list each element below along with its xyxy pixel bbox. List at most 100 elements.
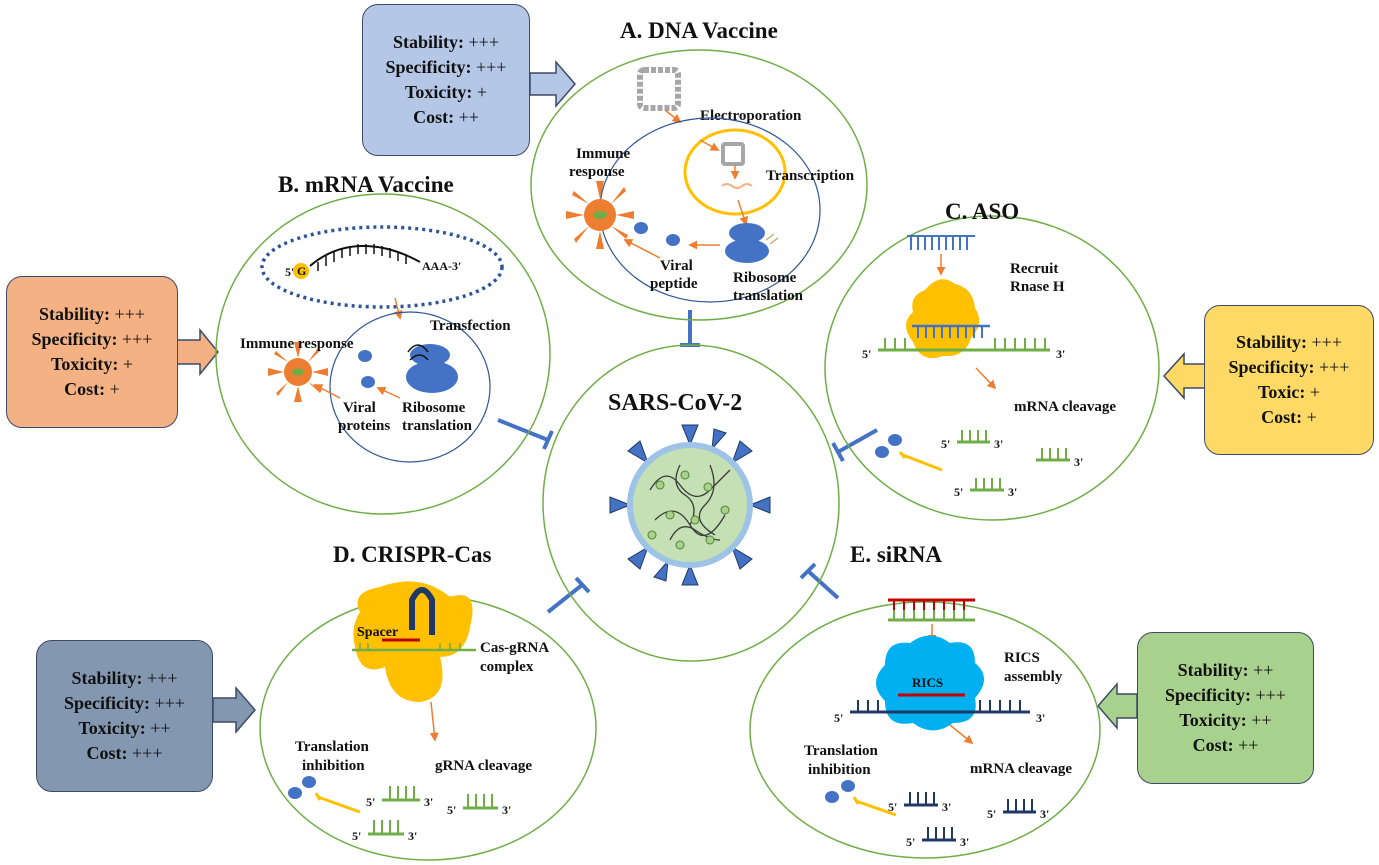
sirna-three-prime: 3' <box>1036 711 1045 725</box>
crispr-blocked-icon <box>314 792 361 814</box>
sirna-frag3-five: 5' <box>906 835 915 849</box>
dna-title: A. DNA Vaccine <box>620 18 778 43</box>
crispr-fragments-icon <box>368 786 498 836</box>
sirna-cost-row: Cost: ++ <box>1192 735 1259 755</box>
mrna-tail-label: AAA-3' <box>422 259 461 273</box>
panel-sirna: E. siRNA RICS RICS assembly <box>804 542 1072 849</box>
sirna-five-prime: 5' <box>834 711 843 725</box>
sirna-specificity-row: Specificity: +++ <box>1165 685 1286 705</box>
mrna-immune-label: Immune response <box>240 336 354 352</box>
sirna-frag2-five: 5' <box>987 807 996 821</box>
aso-toxicity-row: Toxic: + <box>1258 382 1320 402</box>
inhibit-sirna <box>799 562 840 600</box>
dna-ribosome-label-2: translation <box>733 288 804 304</box>
crispr-specificity-row: Specificity: +++ <box>64 693 185 713</box>
sirna-ribosome-small-icon-2 <box>841 780 855 792</box>
block-arrows <box>176 59 1206 735</box>
aso-duplex-icon <box>878 324 1050 352</box>
crispr-inhib-label-2: inhibition <box>302 758 365 774</box>
mrna-ribosome-icon <box>406 344 458 393</box>
dna-nucleus <box>683 128 787 216</box>
aso-cost-row: Cost: + <box>1261 407 1317 427</box>
sirna-ribosome-small-icon <box>825 791 839 803</box>
aso-blocked-icon <box>898 451 943 472</box>
virus-icon <box>609 424 771 586</box>
mrna-cap-icon <box>293 263 309 279</box>
dna-viral-label-2: peptide <box>650 276 698 292</box>
mrna-properties-box: Stability: +++ Specificity: +++ Toxicity… <box>6 276 178 428</box>
crispr-frag2-three: 3' <box>502 803 511 817</box>
aso-three-prime: 3' <box>1056 347 1065 361</box>
dna-cost-row: Cost: ++ <box>413 107 479 127</box>
mrna-cap-label: G <box>297 264 306 278</box>
crispr-cost-row: Cost: +++ <box>86 743 163 763</box>
dna-transcription-label: Transcription <box>766 168 855 184</box>
panel-center: SARS-CoV-2 <box>608 390 771 586</box>
aso-properties-box: Stability: +++ Specificity: +++ Toxic: +… <box>1204 305 1374 455</box>
dna-ribosome-icon <box>725 223 779 263</box>
center-title: SARS-CoV-2 <box>608 390 742 416</box>
crispr-complex-label-1: Cas-gRNA <box>480 640 549 656</box>
crispr-frag1-five: 5' <box>366 795 375 809</box>
sirna-toxicity-row: Toxicity: ++ <box>1179 710 1272 730</box>
circle-mrna <box>215 193 551 515</box>
crispr-frag3-three: 3' <box>408 829 417 843</box>
dna-plasmid-small-icon <box>721 142 745 166</box>
sirna-blocked-icon <box>852 796 897 817</box>
sirna-assembly-label-2: assembly <box>1004 669 1063 685</box>
circle-dna <box>530 49 868 321</box>
crispr-complex-label-2: complex <box>480 659 534 675</box>
aso-five-prime: 5' <box>862 347 871 361</box>
cas-protein-icon <box>353 581 473 702</box>
mrna-protein-icon-2 <box>361 376 375 388</box>
arrow-aso <box>1162 352 1206 400</box>
rics-label: RICS <box>912 675 943 690</box>
dna-mrna-strand-icon <box>721 183 753 189</box>
aso-recruit-label-1: Recruit <box>1010 261 1058 277</box>
crispr-title: D. CRISPR-Cas <box>333 542 492 567</box>
sirna-inhib-label-1: Translation <box>804 743 879 759</box>
crispr-frag3-five: 5' <box>352 829 361 843</box>
crispr-toxicity-row: Toxicity: ++ <box>78 718 171 738</box>
mrna-viral-label-2: proteins <box>338 418 390 434</box>
mrna-bases-icon <box>317 244 407 271</box>
rnase-h-icon <box>906 279 980 359</box>
mrna-ribosome-label-2: translation <box>402 418 473 434</box>
aso-specificity-row: Specificity: +++ <box>1228 357 1350 377</box>
crispr-frag1-three: 3' <box>424 795 433 809</box>
dna-viral-label-1: Viral <box>660 258 693 274</box>
panel-mrna: B. mRNA Vaccine 5' G AAA-3' Transfection… <box>240 172 511 463</box>
crispr-stability-row: Stability: +++ <box>71 668 178 688</box>
panel-crispr: D. CRISPR-Cas Spacer Cas-gRNA complex gR… <box>288 542 549 843</box>
mrna-stability-row: Stability: +++ <box>39 304 145 324</box>
inhibit-dna <box>680 310 700 347</box>
plasmid-icon <box>637 67 681 111</box>
dna-ribosome-label-1: Ribosome <box>733 270 797 286</box>
arrow-sirna <box>1097 681 1138 731</box>
aso-cleavage-label: mRNA cleavage <box>1014 399 1116 415</box>
mrna-specificity-row: Specificity: +++ <box>31 329 153 349</box>
mrna-protein-icon <box>358 350 372 362</box>
sirna-fragments-icon <box>904 792 1036 842</box>
aso-ribosome-small-icon-2 <box>888 434 902 446</box>
mrna-title: B. mRNA Vaccine <box>278 172 454 197</box>
circle-aso <box>824 215 1160 521</box>
aso-stability-row: Stability: +++ <box>1236 332 1342 352</box>
grna-hairpin-icon <box>409 587 435 635</box>
dna-peptide-icon-2 <box>634 222 648 234</box>
arrow-dna <box>529 59 576 109</box>
sirna-stability-row: Stability: ++ <box>1177 660 1274 680</box>
arrow-crispr <box>212 685 256 735</box>
dna-immune-label-2: response <box>569 164 625 180</box>
crispr-ribosome-small-icon <box>288 787 302 799</box>
lipid-nanoparticle <box>260 225 504 309</box>
crispr-properties-box: Stability: +++ Specificity: +++ Toxicity… <box>36 640 213 792</box>
mrna-five-prime: 5' <box>285 265 294 279</box>
rics-complex-icon <box>876 635 984 731</box>
crispr-ribosome-small-icon-2 <box>302 776 316 788</box>
aso-title: C. ASO <box>945 199 1019 224</box>
sirna-inhib-label-2: inhibition <box>808 762 871 778</box>
aso-ribosome-small-icon <box>875 446 889 458</box>
